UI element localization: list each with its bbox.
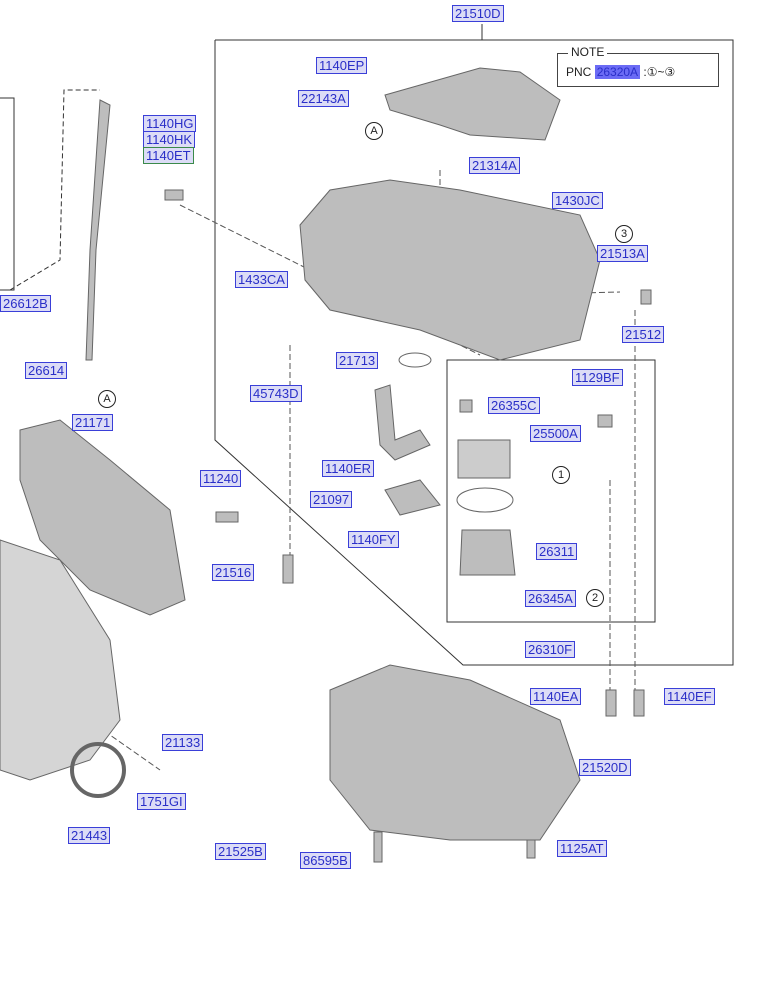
part-label-1125at[interactable]: 1125AT [557,840,607,857]
filter-oring [456,487,514,513]
part-label-1140ef[interactable]: 1140EF [664,688,715,705]
filter-cap [459,529,516,576]
part-label-1140er[interactable]: 1140ER [322,460,375,477]
callout-1: 1 [552,466,570,484]
part-label-26311[interactable]: 26311 [536,543,578,560]
part-label-26614[interactable]: 26614 [25,362,68,379]
part-label-1140hk[interactable]: 1140HK [143,131,196,148]
part-label-1430jc[interactable]: 1430JC [552,192,603,209]
part-label-1140ea[interactable]: 1140EA [530,688,582,705]
part-label-86595b[interactable]: 86595B [300,852,351,869]
part-label-26345a[interactable]: 26345A [525,590,576,607]
part-label-26612b[interactable]: 26612B [0,295,51,312]
assembly-frame [214,39,734,666]
part-label-21512[interactable]: 21512 [622,326,665,343]
seal-21443 [70,742,126,798]
dipstick-tube [85,99,111,361]
part-label-21713[interactable]: 21713 [336,352,379,369]
upper-oil-pan [299,179,601,361]
part-label-21443[interactable]: 21443 [68,827,111,844]
baffle-plate [384,67,561,141]
part-label-21513a[interactable]: 21513A [597,245,648,262]
part-label-1140ep[interactable]: 1140EP [316,57,368,74]
oil-filter [457,439,511,479]
heat-shield [19,419,186,616]
part-label-21314a[interactable]: 21314A [469,157,520,174]
part-label-21097[interactable]: 21097 [310,491,353,508]
part-label-22143a[interactable]: 22143A [298,90,349,107]
oring-21713 [398,352,432,368]
note-body: PNC 26320A :①~③ [566,65,675,79]
note-prefix: PNC [566,65,592,79]
filter-subframe [446,359,656,623]
part-label-1751gi[interactable]: 1751GI [137,793,186,810]
bracket-21097 [384,479,441,516]
callout-a-lower: A [98,390,116,408]
callout-2: 2 [586,589,604,607]
part-label-25500a[interactable]: 25500A [530,425,581,442]
note-pnc-link[interactable]: 26320A [594,65,641,79]
part-label-26355c[interactable]: 26355C [488,397,540,414]
note-range: :①~③ [643,65,676,79]
part-label-1140hg[interactable]: 1140HG [143,115,197,132]
part-label-21510d[interactable]: 21510D [452,5,504,22]
part-label-1140et[interactable]: 1140ET [143,147,194,164]
part-label-1433ca[interactable]: 1433CA [235,271,288,288]
part-label-21520d[interactable]: 21520D [579,759,631,776]
callout-3: 3 [615,225,633,243]
part-label-21133[interactable]: 21133 [162,734,204,751]
part-label-1129bf[interactable]: 1129BF [572,369,623,386]
part-label-21525b[interactable]: 21525B [215,843,266,860]
note-title: NOTE [568,45,608,59]
engine-block [0,539,121,781]
oil-level-sensor [374,384,431,461]
part-label-1140fy[interactable]: 1140FY [348,531,399,548]
note-box: NOTE PNC 26320A :①~③ [557,45,719,87]
part-label-45743d[interactable]: 45743D [250,385,302,402]
part-shapes [0,67,652,863]
part-label-21516[interactable]: 21516 [212,564,255,581]
part-label-26310f[interactable]: 26310F [525,641,576,658]
callout-a-upper: A [365,122,383,140]
lower-oil-pan [329,664,581,841]
part-label-11240[interactable]: 11240 [200,470,242,487]
part-label-21171[interactable]: 21171 [72,414,114,431]
